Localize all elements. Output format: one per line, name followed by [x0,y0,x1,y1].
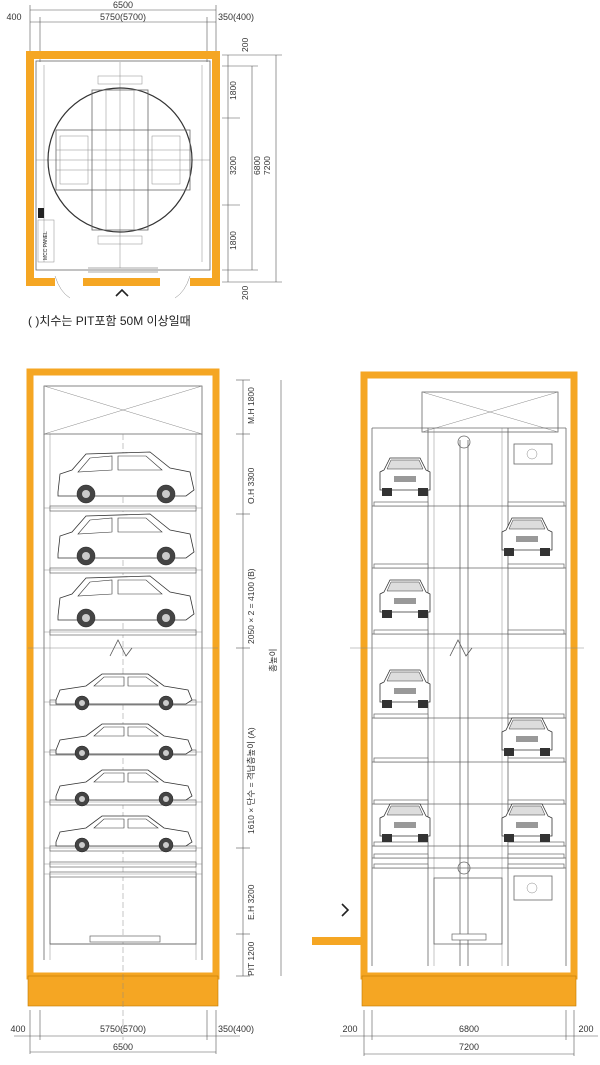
dim-eh: E.H 3200 [246,884,256,920]
plan-dim-1800-a: 1800 [228,81,238,100]
plan-dim-200-top: 200 [240,38,250,52]
plan-dim-6800: 6800 [252,156,262,175]
plan-dim-7200: 7200 [262,156,272,175]
pallet-level [49,567,197,574]
suv-side-view [57,575,195,628]
plan-note: ( )치수는 PIT포함 50M 이상일때 [28,314,191,328]
right-cars [379,457,553,842]
left-bottom-dim-total: 6500 [113,1042,133,1052]
pallet-level [49,505,197,512]
pallet-level [49,861,197,868]
right-pallets [372,501,566,869]
car-front-view [501,517,553,556]
suv-side-view [57,451,195,504]
dim-mh: M.H 1800 [246,387,256,424]
left-bottom-dim-right: 350(400) [218,1024,254,1034]
plan-wall [26,51,220,286]
mcc-panel [38,208,44,218]
right-bottom-dim-total: 7200 [459,1042,479,1052]
car-front-view [379,669,431,708]
sedan-side-view [55,815,193,853]
left-bottom-dim-inner: 5750(5700) [100,1024,146,1034]
plan-dim-right: 350(400) [218,12,254,22]
dim-a-formula: 1610 × 단수 = 격납층높이 (A) [246,727,256,834]
right-bottom-dim-inner: 6800 [459,1024,479,1034]
sedan-side-view [55,673,193,711]
entry-arrow-icon [115,288,129,297]
plan-dim-1800-b: 1800 [228,231,238,250]
car-front-view [379,457,431,496]
right-bottom-dim-left: 200 [342,1024,357,1034]
dim-total-height: 총높이 [268,649,278,672]
plan-view: 6500 400 5750(5700) 350(400) [6,0,282,328]
pallet-level [49,845,197,852]
turntable-circle [47,87,193,233]
sedan-side-view [55,723,193,761]
dim-oh: O.H 3300 [246,467,256,504]
plan-dim-inner: 5750(5700) [100,12,146,22]
plan-dim-total: 6500 [113,0,133,10]
side-entry-arrow-icon [341,903,350,917]
mcc-panel-label: MCC PANEL [43,231,49,260]
sedan-side-view [55,769,193,807]
right-section-view: 200 6800 200 7200 [312,371,598,1056]
car-front-view [379,803,431,842]
right-bottom-dim-right: 200 [578,1024,593,1034]
pallet-level [49,799,197,806]
plan-dim-left: 400 [6,12,21,22]
car-front-view [501,717,553,756]
pallet-level [49,871,197,878]
plan-dim-3200: 3200 [228,156,238,175]
left-section-view: M.H 1800 O.H 3300 2050 × 2 = 4100 (B) 16… [10,368,282,1054]
left-bottom-dim-left: 400 [10,1024,25,1034]
left-cars [55,451,195,853]
pallet-level [49,629,197,636]
car-front-view [501,803,553,842]
dim-pit: PIT 1200 [246,941,256,976]
car-front-view [379,579,431,618]
plan-dim-200-bottom: 200 [240,286,250,300]
suv-side-view [57,513,195,566]
dim-b-formula: 2050 × 2 = 4100 (B) [246,568,256,644]
